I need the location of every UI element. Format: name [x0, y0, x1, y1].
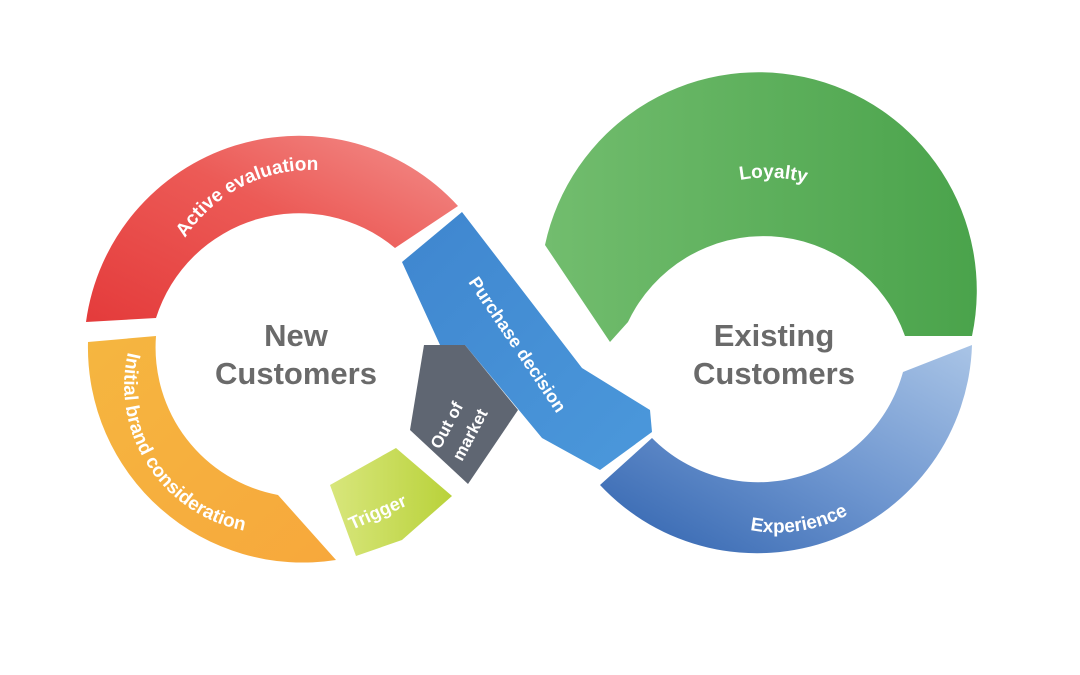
existing-customers-line1: Existing: [714, 318, 835, 353]
new-customers-line1: New: [264, 318, 329, 353]
segment-loyalty: [545, 72, 977, 342]
segment-purchase-decision: [402, 212, 652, 470]
right-loop: [545, 72, 977, 554]
segment-active-evaluation: [86, 135, 458, 322]
segment-trigger: [330, 448, 452, 556]
existing-customers-line2: Customers: [693, 356, 855, 391]
segment-out-of-market: [410, 345, 518, 484]
segment-initial-brand-consideration: [87, 336, 336, 563]
left-loop: [86, 135, 458, 563]
segment-experience: [600, 345, 972, 554]
new-customers-line2: Customers: [215, 356, 377, 391]
